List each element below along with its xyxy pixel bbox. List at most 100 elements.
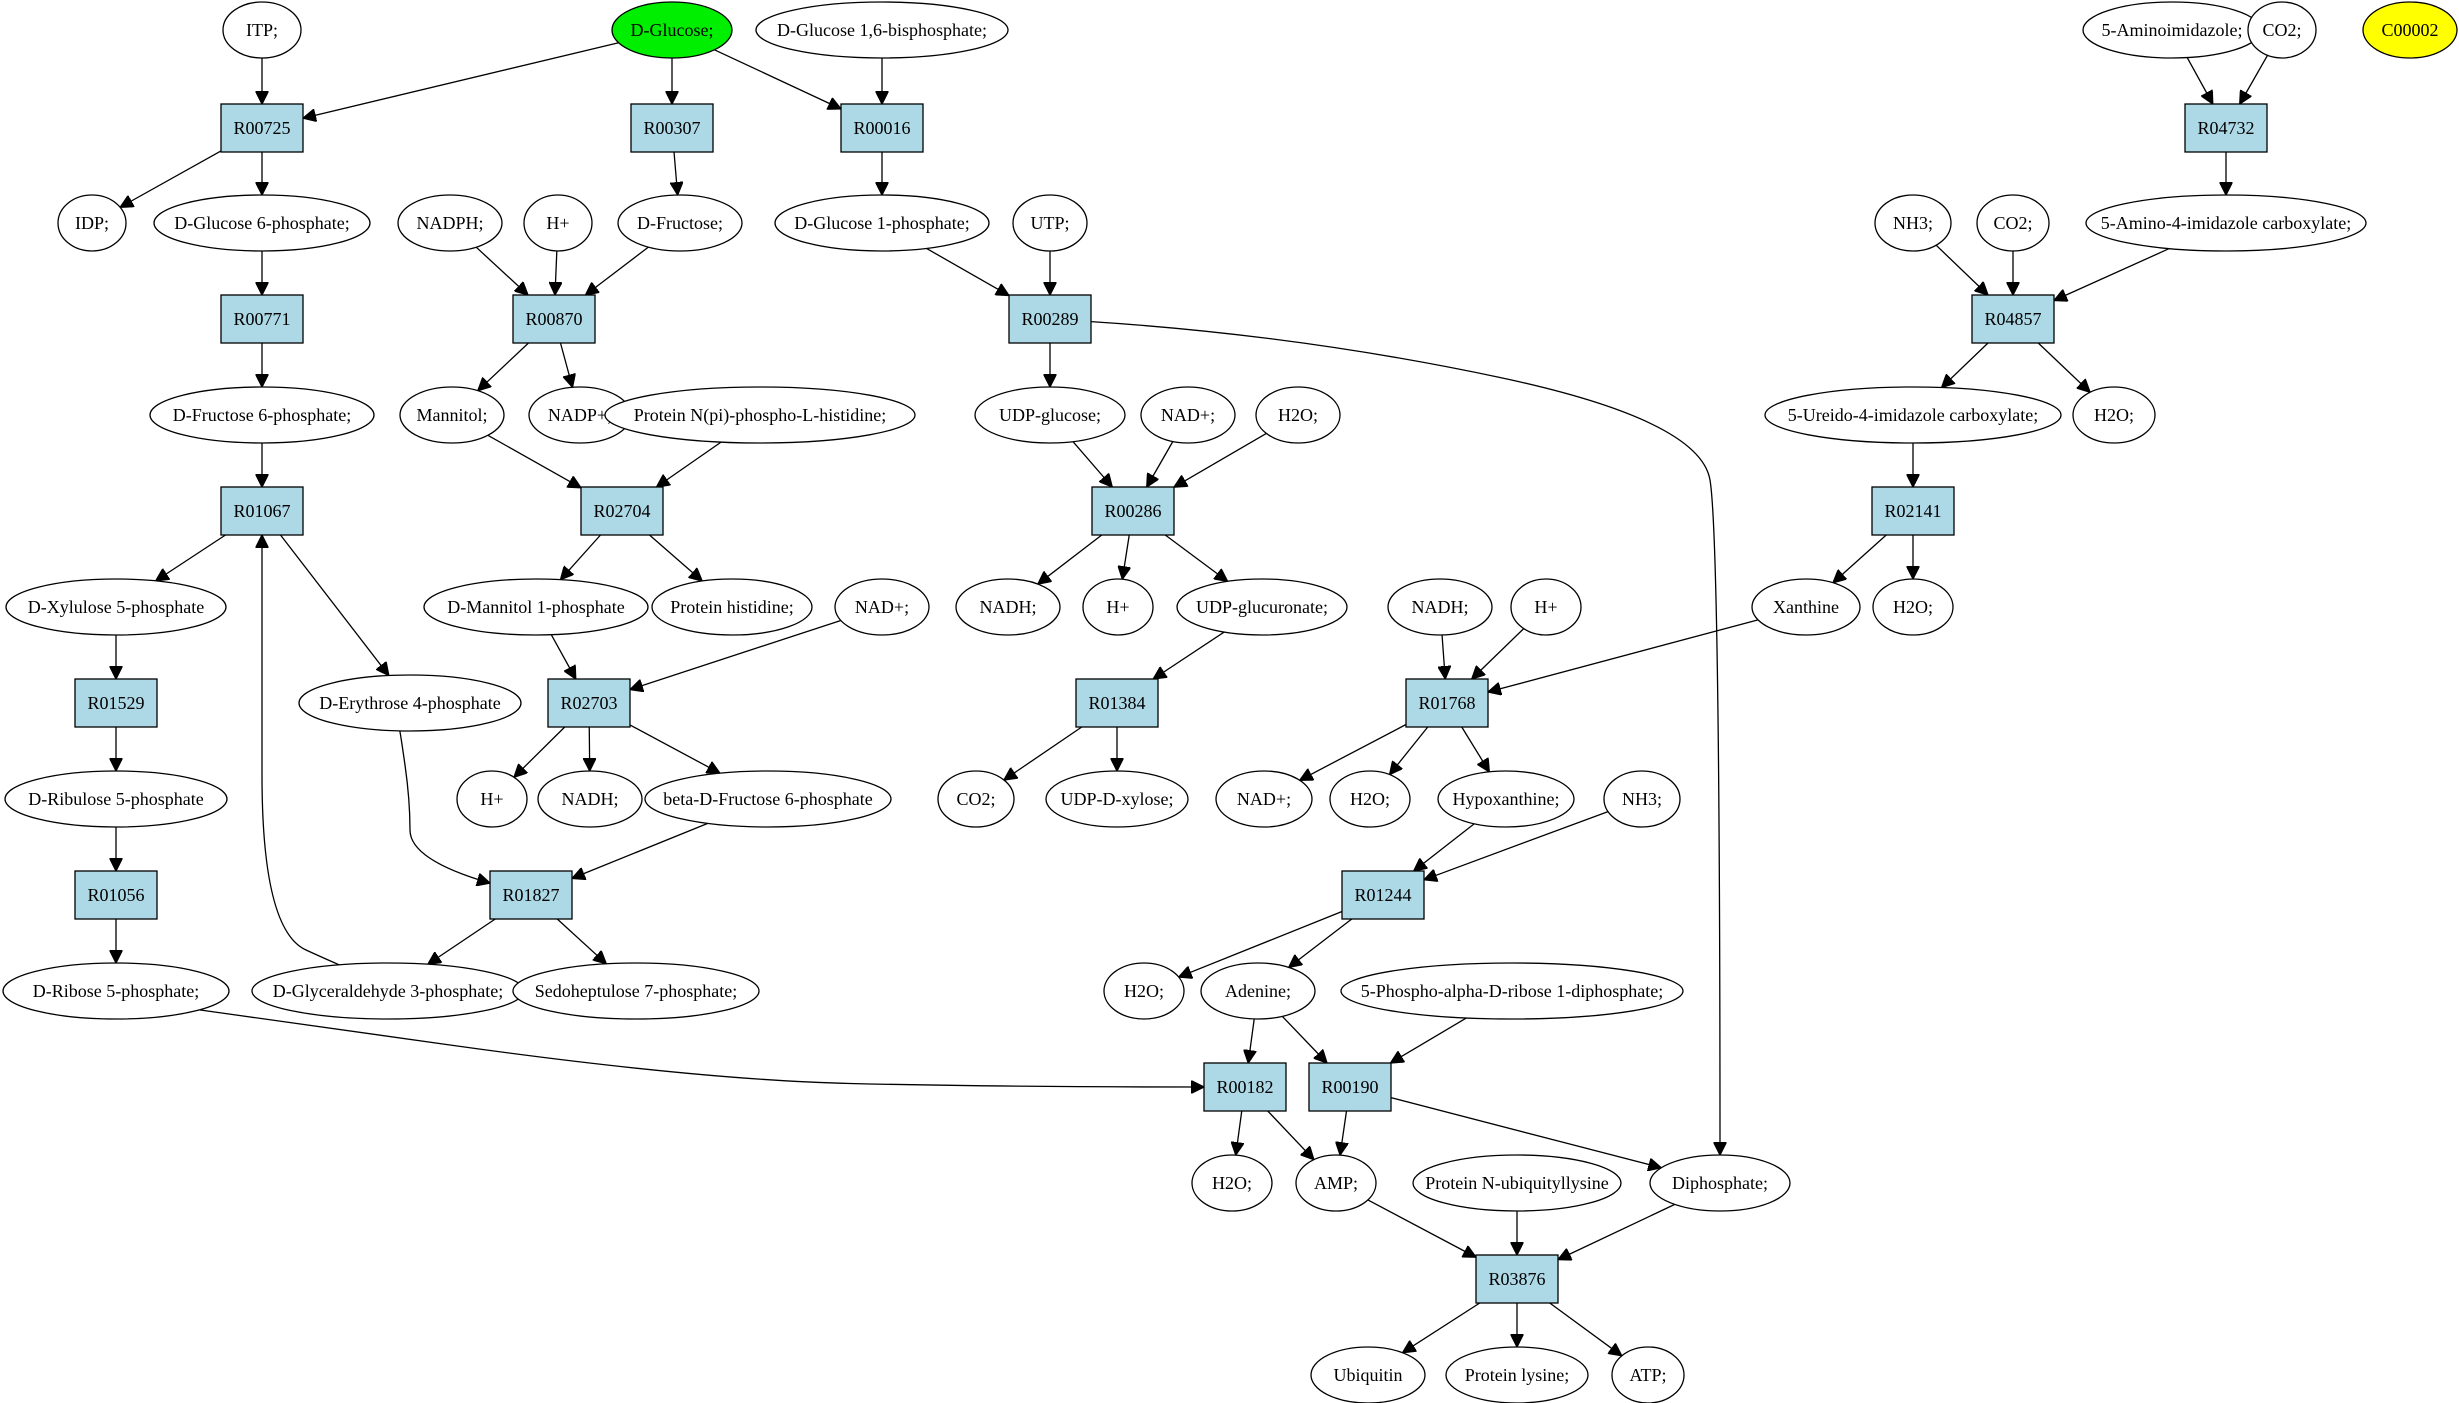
- compound-node-dglc1p[interactable]: D-Glucose 1-phosphate;: [774, 194, 990, 252]
- compound-node-udpxyl[interactable]: UDP-D-xylose;: [1045, 770, 1189, 828]
- compound-node-nadh3[interactable]: NADH;: [537, 770, 643, 828]
- reaction-node-r00289[interactable]: R00289: [1008, 294, 1092, 344]
- compound-node-utp[interactable]: UTP;: [1012, 194, 1088, 252]
- reaction-node-r01827[interactable]: R01827: [489, 870, 573, 920]
- compound-node-diphos[interactable]: Diphosphate;: [1649, 1154, 1791, 1212]
- edge-R01067-to-dxyl5p: [156, 534, 226, 581]
- compound-node-hplus3[interactable]: H+: [1510, 578, 1582, 636]
- compound-node-co2a[interactable]: CO2;: [937, 770, 1015, 828]
- compound-node-h2o6[interactable]: H2O;: [2072, 386, 2156, 444]
- compound-node-hplus2[interactable]: H+: [1082, 578, 1154, 636]
- reaction-node-r02704[interactable]: R02704: [580, 486, 664, 536]
- compound-node-nh3a[interactable]: NH3;: [1603, 770, 1681, 828]
- compound-node-dglc16bp[interactable]: D-Glucose 1,6-bisphosphate;: [755, 1, 1009, 59]
- reaction-node-r03876[interactable]: R03876: [1475, 1254, 1559, 1304]
- compound-node-h2o5[interactable]: H2O;: [1191, 1154, 1273, 1212]
- compound-node-amp[interactable]: AMP;: [1295, 1154, 1377, 1212]
- compound-node-aminoimid[interactable]: 5-Aminoimidazole;: [2082, 1, 2262, 59]
- compound-node-dglc6p[interactable]: D-Glucose 6-phosphate;: [153, 194, 371, 252]
- reaction-node-r04732[interactable]: R04732: [2184, 103, 2268, 153]
- compound-node-drib5p[interactable]: D-Ribulose 5-phosphate: [4, 770, 228, 828]
- compound-node-aicarbox[interactable]: 5-Amino-4-imidazole carboxylate;: [2085, 194, 2367, 252]
- compound-ellipse: [1387, 578, 1493, 636]
- compound-node-dxyl5p[interactable]: D-Xylulose 5-phosphate: [5, 578, 227, 636]
- compound-node-prpp[interactable]: 5-Phospho-alpha-D-ribose 1-diphosphate;: [1340, 962, 1684, 1020]
- compound-node-nadplus2[interactable]: NAD+;: [834, 578, 930, 636]
- compound-node-idp[interactable]: IDP;: [57, 194, 127, 252]
- compound-node-dribose5p[interactable]: D-Ribose 5-phosphate;: [2, 962, 230, 1020]
- reaction-node-r00182[interactable]: R00182: [1203, 1062, 1287, 1112]
- compound-node-nadh1[interactable]: NADH;: [955, 578, 1061, 636]
- reaction-node-r01056[interactable]: R01056: [74, 870, 158, 920]
- compound-node-prothis[interactable]: Protein histidine;: [651, 578, 813, 636]
- compound-ellipse: [1012, 194, 1088, 252]
- compound-label: D-Glucose 1-phosphate;: [794, 213, 969, 233]
- compound-node-atp[interactable]: ATP;: [1611, 1346, 1685, 1403]
- compound-node-protubq[interactable]: Protein N-ubiquityllysine: [1412, 1154, 1622, 1212]
- compound-node-dfructose[interactable]: D-Fructose;: [617, 194, 743, 252]
- compound-node-h2o1[interactable]: H2O;: [1255, 386, 1341, 444]
- compound-node-h2o7[interactable]: H2O;: [1872, 578, 1954, 636]
- compound-node-nadh2[interactable]: NADH;: [1387, 578, 1493, 636]
- reaction-node-r02703[interactable]: R02703: [547, 678, 631, 728]
- reaction-node-r01768[interactable]: R01768: [1405, 678, 1489, 728]
- compound-node-dglucose[interactable]: D-Glucose;: [611, 1, 733, 59]
- compound-node-nadplus3[interactable]: NAD+;: [1215, 770, 1313, 828]
- compound-node-dman1p[interactable]: D-Mannitol 1-phosphate: [423, 578, 649, 636]
- compound-ellipse: [604, 386, 916, 444]
- compound-node-nadpplus[interactable]: NADP+;: [528, 386, 632, 444]
- compound-node-hplus4[interactable]: H+: [456, 770, 528, 828]
- reaction-node-r01384[interactable]: R01384: [1075, 678, 1159, 728]
- compound-node-dery4p[interactable]: D-Erythrose 4-phosphate: [298, 674, 522, 732]
- compound-node-itp[interactable]: ITP;: [222, 1, 302, 59]
- edge-R03876-to-atp: [1549, 1302, 1622, 1356]
- compound-node-ureido[interactable]: 5-Ureido-4-imidazole carboxylate;: [1764, 386, 2062, 444]
- reaction-node-r00307[interactable]: R00307: [630, 103, 714, 153]
- compound-node-nh3b[interactable]: NH3;: [1874, 194, 1952, 252]
- compound-node-dfru6p[interactable]: D-Fructose 6-phosphate;: [149, 386, 375, 444]
- reaction-node-r00016[interactable]: R00016: [840, 103, 924, 153]
- compound-node-ubiquitin[interactable]: Ubiquitin: [1310, 1346, 1426, 1403]
- compound-node-sedo7p[interactable]: Sedoheptulose 7-phosphate;: [512, 962, 760, 1020]
- compound-node-xanthine[interactable]: Xanthine: [1751, 578, 1861, 636]
- compound-node-adenine[interactable]: Adenine;: [1200, 962, 1316, 1020]
- reaction-box: [74, 870, 158, 920]
- compound-node-co2c[interactable]: CO2;: [1976, 194, 2050, 252]
- compound-node-h2o4[interactable]: H2O;: [1103, 962, 1185, 1020]
- compound-node-protlys[interactable]: Protein lysine;: [1445, 1346, 1589, 1403]
- compound-node-hypoxan[interactable]: Hypoxanthine;: [1437, 770, 1575, 828]
- edge-R00307-to-dfructose: [674, 151, 678, 195]
- reaction-label: R00182: [1216, 1077, 1273, 1097]
- compound-node-udpglcur[interactable]: UDP-glucuronate;: [1176, 578, 1348, 636]
- compound-node-dgly3p[interactable]: D-Glyceraldehyde 3-phosphate;: [251, 962, 525, 1020]
- compound-node-betafru6p[interactable]: beta-D-Fructose 6-phosphate: [644, 770, 892, 828]
- reaction-node-r00190[interactable]: R00190: [1308, 1062, 1392, 1112]
- reaction-node-r04857[interactable]: R04857: [1971, 294, 2055, 344]
- compound-node-h2o3[interactable]: H2O;: [1329, 770, 1411, 828]
- compound-node-udpglucose[interactable]: UDP-glucose;: [974, 386, 1126, 444]
- compound-node-mannitol[interactable]: Mannitol;: [399, 386, 505, 444]
- reaction-node-r00286[interactable]: R00286: [1091, 486, 1175, 536]
- reaction-box: [1075, 678, 1159, 728]
- compound-ellipse: [611, 1, 733, 59]
- compound-node-protnpi[interactable]: Protein N(pi)-phospho-L-histidine;: [604, 386, 916, 444]
- compound-node-hplus1[interactable]: H+: [523, 194, 593, 252]
- compound-node-nadph[interactable]: NADPH;: [397, 194, 503, 252]
- reaction-node-r01244[interactable]: R01244: [1341, 870, 1425, 920]
- reaction-node-r00771[interactable]: R00771: [220, 294, 304, 344]
- compound-ellipse: [834, 578, 930, 636]
- compound-ellipse: [1445, 1346, 1589, 1403]
- reaction-node-r00725[interactable]: R00725: [220, 103, 304, 153]
- reaction-node-r02141[interactable]: R02141: [1871, 486, 1955, 536]
- compound-node-co2b[interactable]: CO2;: [2247, 1, 2317, 59]
- edge-R01827-to-dgly3p: [428, 918, 496, 964]
- reaction-node-r00870[interactable]: R00870: [512, 294, 596, 344]
- compound-label: Diphosphate;: [1672, 1173, 1768, 1193]
- compound-ellipse: [1510, 578, 1582, 636]
- compound-node-c00002[interactable]: C00002: [2362, 1, 2458, 59]
- reaction-node-r01067[interactable]: R01067: [220, 486, 304, 536]
- compound-node-nadplus1[interactable]: NAD+;: [1140, 386, 1236, 444]
- compound-ellipse: [2, 962, 230, 1020]
- reaction-box: [1405, 678, 1489, 728]
- reaction-node-r01529[interactable]: R01529: [74, 678, 158, 728]
